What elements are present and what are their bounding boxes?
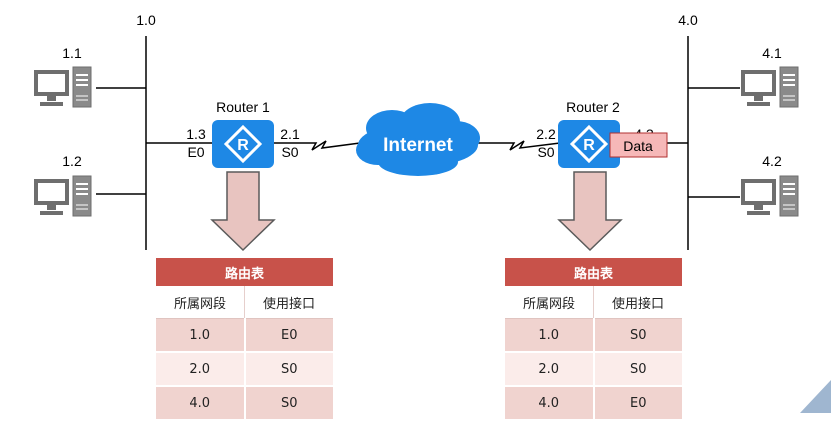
- routing-table-1-header-interface: 使用接口: [244, 286, 333, 319]
- host-4-1-computer-icon: [741, 65, 800, 109]
- table-cell: S0: [244, 352, 333, 387]
- data-packet: [609, 132, 668, 158]
- host-4-2-computer-icon: [741, 174, 800, 218]
- left-network-label: 1.0: [136, 12, 156, 28]
- router-2-wan-ip: 2.2: [536, 126, 556, 142]
- host-4-1-label: 4.1: [762, 45, 782, 61]
- serial-link-2: [478, 140, 561, 151]
- table-row: 4.0 E0: [505, 386, 682, 421]
- table-cell: 4.0: [505, 386, 595, 421]
- table-row: 2.0 S0: [505, 352, 682, 387]
- table-cell: S0: [593, 352, 682, 387]
- table-cell: 2.0: [156, 352, 246, 387]
- corner-decoration: [800, 380, 831, 413]
- router-2-name: Router 2: [566, 99, 620, 115]
- table-row: 1.0 S0: [505, 318, 682, 353]
- table-cell: S0: [593, 318, 682, 353]
- routing-table-2-header-interface: 使用接口: [593, 286, 682, 319]
- routing-table-1-header-segment: 所属网段: [156, 286, 245, 319]
- router-1-wan-interface: S0: [281, 144, 298, 160]
- host-4-2-label: 4.2: [762, 153, 782, 169]
- routing-table-2-title: 路由表: [505, 258, 682, 286]
- table-cell: 1.0: [505, 318, 595, 353]
- internet-label: Internet: [383, 135, 453, 156]
- router-2-down-arrow: [558, 171, 622, 251]
- routing-table-1: 路由表 所属网段 使用接口 1.0 E0 2.0 S0 4.0 S0: [156, 258, 333, 421]
- host-1-2-computer-icon: [34, 174, 93, 218]
- table-row: 2.0 S0: [156, 352, 333, 387]
- serial-link-1: [274, 140, 361, 151]
- right-network-label: 4.0: [678, 12, 698, 28]
- table-cell: 1.0: [156, 318, 246, 353]
- routing-table-2-header-segment: 所属网段: [505, 286, 594, 319]
- router-1-wan-ip: 2.1: [280, 126, 300, 142]
- router-1-lan-interface: E0: [187, 144, 204, 160]
- router-1-name: Router 1: [216, 99, 270, 115]
- table-row: 4.0 S0: [156, 386, 333, 421]
- router-2-wan-interface: S0: [537, 144, 554, 160]
- router-1-icon: [210, 118, 276, 170]
- routing-table-2: 路由表 所属网段 使用接口 1.0 S0 2.0 S0 4.0 E0: [505, 258, 682, 421]
- table-cell: E0: [244, 318, 333, 353]
- table-cell: E0: [593, 386, 682, 421]
- table-cell: 4.0: [156, 386, 246, 421]
- routing-table-1-title: 路由表: [156, 258, 333, 286]
- data-packet-label: Data: [623, 138, 653, 154]
- router-1-lan-ip: 1.3: [186, 126, 206, 142]
- table-cell: S0: [244, 386, 333, 421]
- internet-cloud-icon: [356, 103, 480, 176]
- table-cell: 2.0: [505, 352, 595, 387]
- host-1-2-label: 1.2: [62, 153, 82, 169]
- router-1-down-arrow: [211, 171, 275, 251]
- table-row: 1.0 E0: [156, 318, 333, 353]
- host-1-1-label: 1.1: [62, 45, 82, 61]
- host-1-1-computer-icon: [34, 65, 93, 109]
